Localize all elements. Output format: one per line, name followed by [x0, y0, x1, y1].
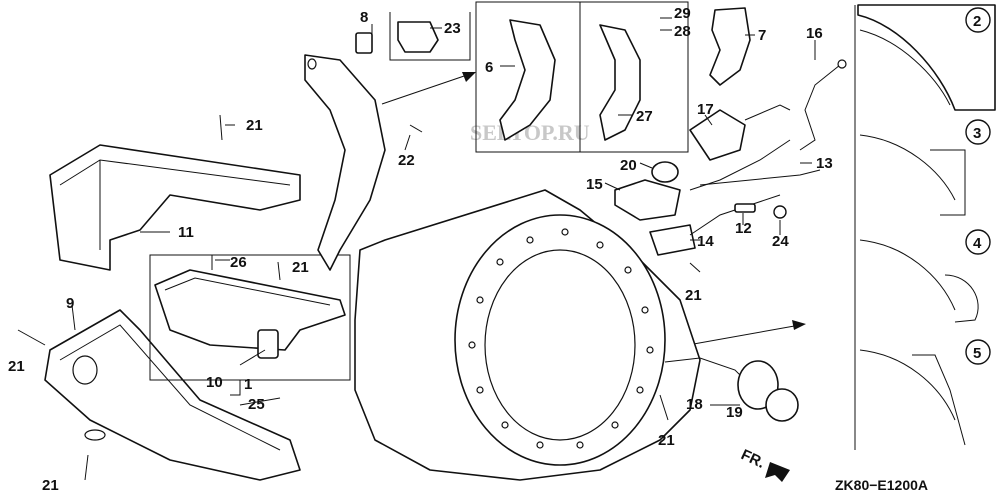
callout-3: 3 — [973, 125, 981, 142]
label-1: 1 — [244, 376, 252, 393]
label-16: 16 — [806, 25, 823, 42]
bolt-21 — [219, 114, 223, 141]
part-11-air-guide — [49, 144, 301, 271]
part-19-ring — [765, 388, 799, 422]
variant-panels: 2 3 4 5 — [854, 4, 996, 450]
label-8: 8 — [360, 9, 368, 26]
label-23: 23 — [444, 20, 461, 37]
part-6-shroud-plate — [499, 19, 556, 141]
diagram-code: ZK80−E1200A — [835, 477, 928, 493]
label-27: 27 — [636, 108, 653, 125]
fan-cover-bolt-holes — [468, 228, 654, 449]
part-17-lead — [744, 104, 791, 121]
part-9-lower-shroud — [44, 309, 301, 481]
label-26: 26 — [230, 254, 247, 271]
label-13: 13 — [816, 155, 833, 172]
bolt-22 — [409, 124, 423, 133]
part-16-wire — [799, 59, 847, 151]
label-12: 12 — [735, 220, 752, 237]
inset-box-shrouds — [475, 1, 689, 153]
wire-harness — [699, 169, 821, 186]
part-7-plate — [709, 7, 751, 86]
callout-4: 4 — [973, 235, 982, 252]
upper-shroud — [304, 54, 386, 271]
label-9: 9 — [66, 295, 74, 312]
part-20-grommet — [651, 161, 679, 183]
arrow-head — [462, 72, 476, 82]
part-10-bracket — [149, 254, 351, 381]
label-28: 28 — [674, 23, 691, 40]
part-8-clip — [355, 32, 373, 54]
label-21: 21 — [8, 358, 25, 375]
label-7: 7 — [758, 27, 766, 44]
fan-cover — [354, 189, 701, 481]
label-21: 21 — [292, 259, 309, 276]
variant-panel-4: 4 — [859, 229, 991, 323]
label-18: 18 — [686, 396, 703, 413]
front-direction-indicator: FR. — [738, 446, 790, 482]
label-29: 29 — [674, 5, 691, 22]
label-21: 21 — [658, 432, 675, 449]
part-15-socket — [614, 179, 681, 221]
label-22: 22 — [398, 152, 415, 169]
inset-box-clips — [389, 12, 471, 61]
callout-5: 5 — [973, 345, 981, 362]
bolt-21 — [277, 261, 281, 281]
part-12-connector — [734, 203, 756, 213]
label-19: 19 — [726, 404, 743, 421]
front-arrow-icon — [765, 462, 790, 482]
label-17: 17 — [697, 101, 714, 118]
variant-panel-5: 5 — [859, 339, 991, 446]
label-21: 21 — [42, 477, 59, 494]
bolt-21 — [659, 394, 669, 421]
label-21: 21 — [246, 117, 263, 134]
part-24-clamp — [773, 205, 787, 219]
part-17-grommet — [689, 109, 746, 161]
callout-2: 2 — [973, 13, 981, 30]
variant-panel-3: 3 — [859, 119, 991, 216]
arrow-head — [792, 320, 806, 330]
part-27-shroud-plate — [599, 24, 641, 141]
label-25: 25 — [248, 396, 265, 413]
front-label: FR. — [738, 446, 767, 472]
label-24: 24 — [772, 233, 789, 250]
label-21: 21 — [685, 287, 702, 304]
label-10: 10 — [206, 374, 223, 391]
bolt-21 — [689, 262, 701, 273]
label-20: 20 — [620, 157, 637, 174]
wire-harness — [689, 194, 781, 236]
arrow-line — [381, 73, 471, 105]
part-23-clip — [397, 21, 439, 53]
bolt-21 — [17, 329, 46, 346]
label-15: 15 — [586, 176, 603, 193]
label-6: 6 — [485, 59, 493, 76]
part-14-module — [649, 224, 696, 256]
bolt-21 — [84, 454, 89, 481]
leader-lines — [71, 17, 816, 406]
variant-panel-2: 2 — [857, 4, 996, 111]
label-11: 11 — [178, 224, 194, 241]
label-14: 14 — [697, 233, 714, 250]
